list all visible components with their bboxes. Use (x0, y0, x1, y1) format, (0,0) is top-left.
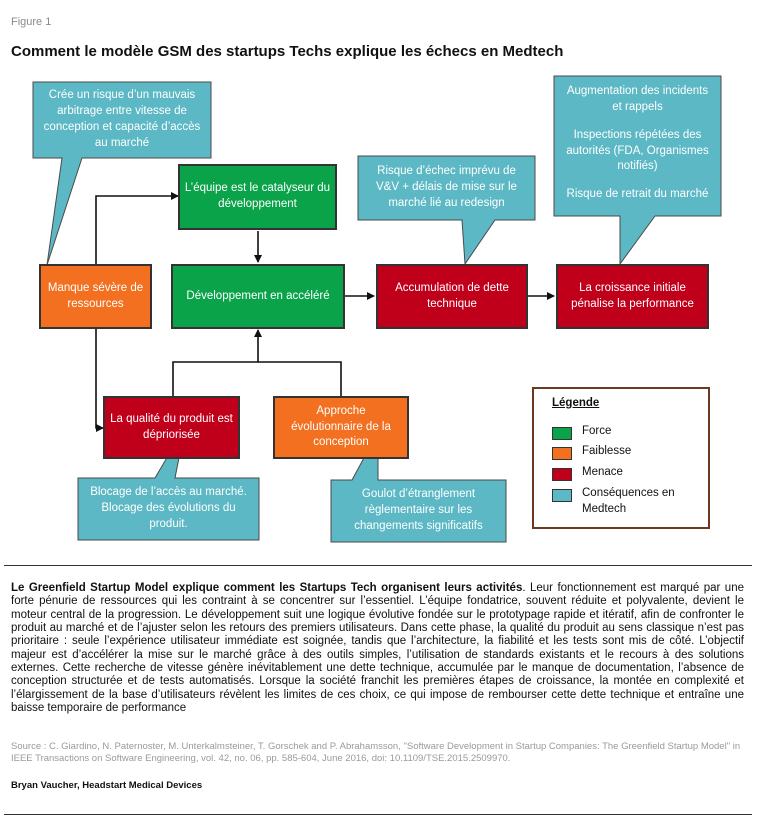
caption: Le Greenfield Startup Model explique com… (11, 582, 744, 715)
divider-bottom (4, 814, 752, 815)
legend-label-faiblesse: Faiblesse (582, 445, 632, 457)
legend-label-force: Force (582, 425, 612, 437)
callout-retrait: Risque de retrait du marché (566, 188, 709, 201)
callout-shape-blocage (77, 426, 260, 541)
legend-swatch-consequences (552, 489, 572, 502)
node-ressources: Manque sévère de ressources (39, 264, 152, 329)
legend: Légende Force Faiblesse Menace Conséquen… (532, 387, 710, 529)
node-approche: Approche évolutionnaire de la conception (273, 396, 409, 459)
line-approche-to-junction (258, 361, 342, 396)
diagram-graphics (32, 75, 722, 543)
diagram: Crée un risque d’un mauvais arbitrage en… (32, 75, 722, 543)
connectors (95, 192, 555, 432)
node-dette: Accumulation de dette technique (376, 264, 528, 329)
figure-title: Comment le modèle GSM des startups Techs… (11, 43, 564, 60)
callout-shape-goulot (330, 431, 507, 543)
callout-consequences: Augmentation des incidents et rappels In… (556, 80, 719, 214)
arrow-ressources-to-qualite (95, 328, 104, 432)
arrow-qualite-to-developpement (172, 329, 262, 396)
callout-goulot: Goulot d’étranglement règlementaire sur … (354, 488, 483, 532)
callout-blocage: Blocage de l’accès au marché. Blocage de… (90, 486, 247, 530)
callout-risque-vv: Risque d’échec imprévu de V&V + délais d… (376, 165, 517, 209)
callout-inspections: Inspections répétées des autorités (FDA,… (566, 128, 709, 173)
callout-shape-risque-vv (357, 155, 536, 266)
author-credit: Bryan Vaucher, Headstart Medical Devices (11, 780, 203, 791)
callout-shape-conseq (553, 75, 722, 266)
node-qualite: La qualité du produit est dépriorisée (103, 396, 240, 459)
callout-shape-arbitrage (32, 81, 212, 266)
node-equipe: L’équipe est le catalyseur du développem… (178, 164, 337, 230)
figure-label: Figure 1 (11, 16, 52, 28)
caption-lead: Le Greenfield Startup Model explique com… (11, 582, 523, 594)
legend-title: Légende (552, 397, 600, 409)
legend-swatch-force (552, 427, 572, 440)
source-citation: Source : C. Giardino, N. Paternoster, M.… (11, 741, 741, 765)
arrow-ressources-to-equipe (95, 192, 179, 264)
legend-label-menace: Menace (582, 466, 623, 478)
caption-body: . Leur fonctionnement est marqué par une… (11, 582, 744, 714)
node-croissance: La croissance initiale pénalise la perfo… (556, 264, 709, 329)
legend-swatch-menace (552, 468, 572, 481)
divider-top (4, 565, 752, 566)
callout-incidents: Augmentation des incidents et rappels (566, 85, 709, 113)
node-developpement: Développement en accéléré (171, 264, 345, 329)
callout-arbitrage: Crée un risque d’un mauvais arbitrage en… (43, 89, 201, 149)
legend-label-consequences: Conséquences en Medtech (582, 487, 675, 515)
legend-swatch-faiblesse (552, 447, 572, 460)
